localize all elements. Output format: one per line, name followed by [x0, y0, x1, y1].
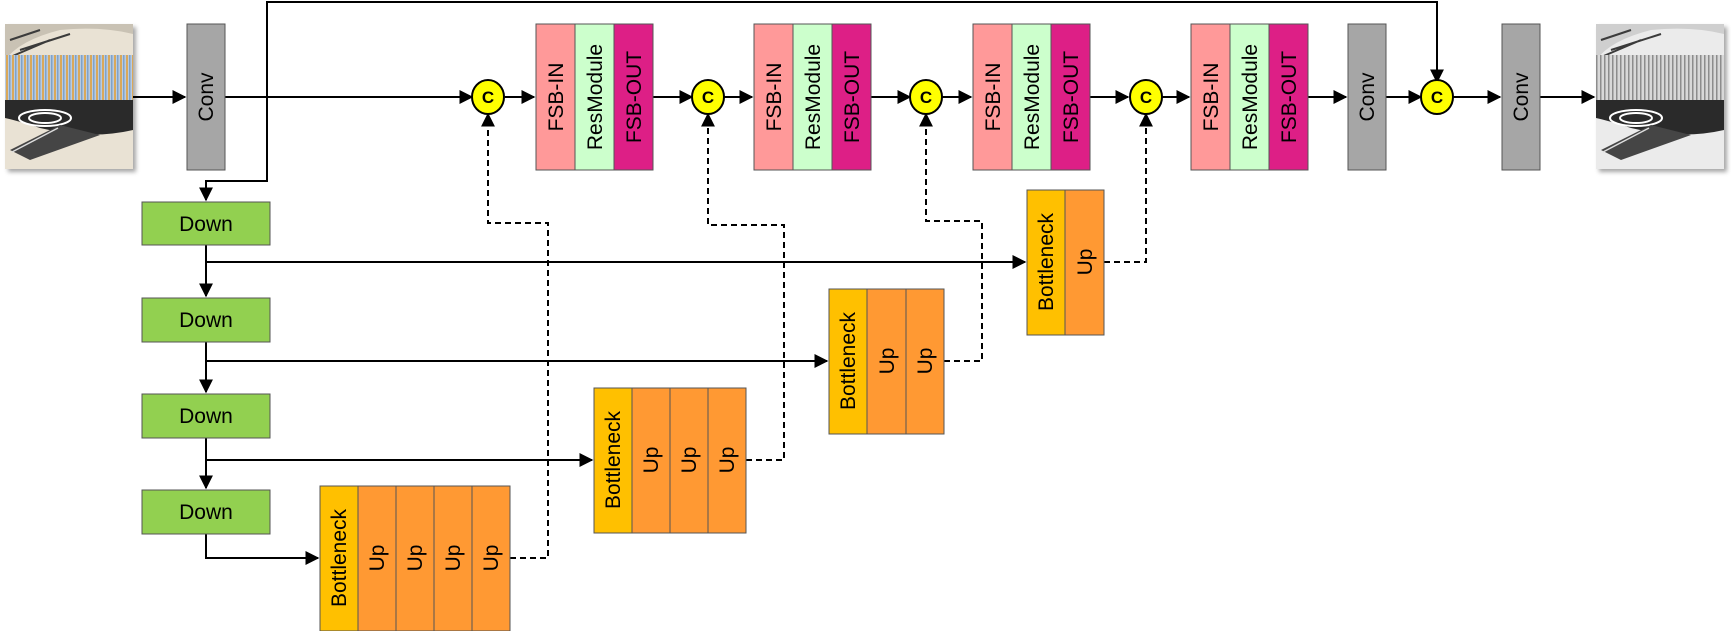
- down-label: Down: [179, 213, 233, 236]
- concat-node-1: C: [471, 79, 505, 115]
- bottleneck-group-2: Bottleneck Up Up: [828, 288, 945, 435]
- fsb-stack-1: FSB-IN ResModule FSB-OUT: [535, 23, 654, 171]
- fsb-out-label: FSB-OUT: [1060, 51, 1083, 143]
- down-label: Down: [179, 309, 233, 332]
- concat-label: C: [1140, 88, 1152, 107]
- bottleneck-label: Bottleneck: [328, 508, 351, 607]
- conv-block-input: Conv: [186, 23, 226, 171]
- up-label: Up: [366, 545, 389, 572]
- conv-label: Conv: [1356, 72, 1379, 122]
- bottleneck-group-3: Bottleneck Up Up Up: [593, 387, 747, 534]
- conv-block-pre-concat: Conv: [1347, 23, 1387, 171]
- fsb-stack-3: FSB-IN ResModule FSB-OUT: [972, 23, 1091, 171]
- down-label: Down: [179, 501, 233, 524]
- up-label: Up: [876, 348, 899, 375]
- fsb-out-label: FSB-OUT: [1278, 51, 1301, 143]
- concat-label: C: [1431, 88, 1443, 107]
- concat-label: C: [482, 88, 494, 107]
- fsb-stack-4: FSB-IN ResModule FSB-OUT: [1190, 23, 1309, 171]
- concat-node-3: C: [909, 79, 943, 115]
- down-block-3: Down: [141, 393, 271, 439]
- down-block-1: Down: [141, 201, 271, 246]
- output-image: [1596, 24, 1724, 169]
- up-label: Up: [914, 348, 937, 375]
- up-label: Up: [480, 545, 503, 572]
- bottleneck-label: Bottleneck: [1035, 212, 1058, 311]
- input-image: [5, 24, 133, 169]
- solid-connections: [133, 1, 1596, 565]
- down-label: Down: [179, 405, 233, 428]
- res-module-label: ResModule: [1239, 44, 1262, 150]
- res-module-label: ResModule: [802, 44, 825, 150]
- up-label: Up: [640, 447, 663, 474]
- res-module-label: ResModule: [1021, 44, 1044, 150]
- conv-label: Conv: [195, 72, 218, 122]
- up-label: Up: [678, 447, 701, 474]
- fsb-out-label: FSB-OUT: [623, 51, 646, 143]
- up-label: Up: [1074, 249, 1097, 276]
- fsb-in-label: FSB-IN: [1200, 63, 1223, 132]
- conv-label: Conv: [1510, 72, 1533, 122]
- up-label: Up: [404, 545, 427, 572]
- concat-label: C: [920, 88, 932, 107]
- bottleneck-label: Bottleneck: [602, 410, 625, 509]
- concat-node-2: C: [691, 79, 725, 115]
- up-label: Up: [442, 545, 465, 572]
- fsb-stack-2: FSB-IN ResModule FSB-OUT: [753, 23, 872, 171]
- bottleneck-group-4: Bottleneck Up Up Up Up: [319, 485, 511, 631]
- dashed-connections: [481, 112, 1153, 559]
- bottleneck-label: Bottleneck: [837, 311, 860, 410]
- down-block-4: Down: [141, 489, 271, 535]
- concat-node-5: C: [1420, 79, 1454, 115]
- down-block-2: Down: [141, 297, 271, 343]
- conv-block-output: Conv: [1501, 23, 1541, 171]
- fsb-out-label: FSB-OUT: [841, 51, 864, 143]
- fsb-in-label: FSB-IN: [545, 63, 568, 132]
- up-label: Up: [716, 447, 739, 474]
- res-module-label: ResModule: [584, 44, 607, 150]
- concat-node-4: C: [1129, 79, 1163, 115]
- bottleneck-group-1: Bottleneck Up: [1026, 189, 1105, 336]
- concat-label: C: [702, 88, 714, 107]
- fsb-in-label: FSB-IN: [982, 63, 1005, 132]
- fsb-in-label: FSB-IN: [763, 63, 786, 132]
